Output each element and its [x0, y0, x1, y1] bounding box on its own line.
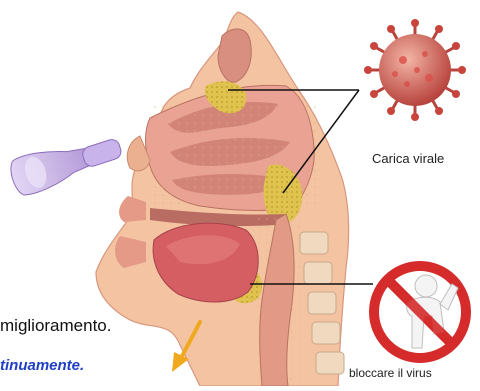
- pharynx-texture: [255, 205, 300, 385]
- cropped-text-fragment-top: miglioramento.: [0, 316, 112, 336]
- cropped-text-fragment-bottom: tinuamente.: [0, 357, 84, 374]
- viral-load-label: Carica virale: [372, 151, 444, 166]
- block-virus-label: bloccare il virus: [349, 366, 432, 380]
- no-entry-sign-icon: [374, 266, 466, 358]
- nasal-spray-icon: [7, 127, 126, 199]
- coronavirus-icon: [364, 19, 466, 121]
- head-cross-section: [96, 12, 349, 386]
